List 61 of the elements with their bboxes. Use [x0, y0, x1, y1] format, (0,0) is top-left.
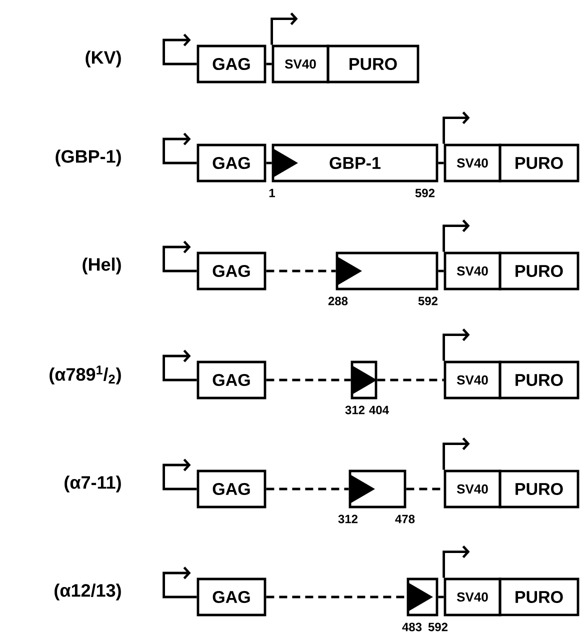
puro-box: PURO: [498, 470, 580, 508]
position-number: 592: [418, 296, 438, 306]
position-number: 478: [395, 514, 415, 524]
insert-box: GBP-1: [272, 144, 438, 182]
promoter-arrow: [442, 112, 470, 144]
gag-box: GAG: [196, 360, 266, 400]
construct-label: (KV): [86, 50, 121, 68]
promoter-arrow: [270, 12, 298, 45]
connector-line: [377, 378, 444, 382]
puro-box: PURO: [326, 44, 420, 84]
gag-box: GAG: [196, 252, 266, 290]
position-number: 1: [269, 188, 275, 198]
connector-line: [266, 596, 407, 598]
connector-line: [266, 162, 272, 164]
promoter-arrow: [442, 545, 470, 578]
sv40-box: SV40: [272, 44, 330, 84]
promoter-arrow: [442, 220, 470, 252]
connector-line: [266, 488, 349, 490]
promoter-arrow: [162, 34, 197, 66]
puro-box: PURO: [498, 252, 580, 290]
promoter-arrow: [442, 328, 470, 361]
promoter-arrow: [442, 437, 470, 470]
construct-label: (α12/13): [54, 584, 121, 600]
position-number: 288: [328, 296, 348, 306]
connector-line: [438, 596, 444, 598]
promoter-arrow: [162, 240, 197, 272]
sv40-box: SV40: [444, 470, 502, 508]
promoter-arrow: [162, 350, 197, 382]
construct-label: (Hel): [82, 258, 121, 274]
promoter-arrow: [162, 458, 197, 490]
position-number: 312: [338, 514, 358, 524]
insert-box: [348, 470, 406, 508]
connector-line: [438, 162, 444, 164]
sv40-box: SV40: [444, 360, 502, 400]
gag-box: GAG: [196, 44, 266, 84]
gag-box: GAG: [196, 144, 266, 182]
promoter-arrow: [162, 132, 197, 164]
puro-box: PURO: [498, 144, 580, 182]
connector-line: [266, 62, 272, 66]
connector-line: [266, 378, 351, 382]
position-number: 592: [428, 622, 448, 632]
puro-box: PURO: [498, 578, 580, 616]
construct-label: (α7-11): [64, 476, 121, 492]
construct-label: (GBP-1): [56, 150, 121, 166]
gag-box: GAG: [196, 578, 266, 616]
position-number: 483: [402, 622, 422, 632]
gag-box: GAG: [196, 470, 266, 508]
construct-label: (α789$^{1}$/$_{2}$): [50, 366, 121, 384]
promoter-arrow: [162, 566, 197, 598]
insert-box: [336, 252, 438, 290]
connector-line: [438, 270, 444, 272]
puro-box: PURO: [498, 360, 580, 400]
position-number: 592: [415, 188, 435, 198]
connector-line: [266, 270, 336, 272]
position-number: 404: [369, 406, 389, 414]
sv40-box: SV40: [444, 144, 502, 182]
insert-box: [350, 360, 378, 400]
sv40-box: SV40: [444, 252, 502, 290]
insert-box: [406, 578, 438, 616]
position-number: 312: [345, 406, 365, 414]
sv40-box: SV40: [444, 578, 502, 616]
